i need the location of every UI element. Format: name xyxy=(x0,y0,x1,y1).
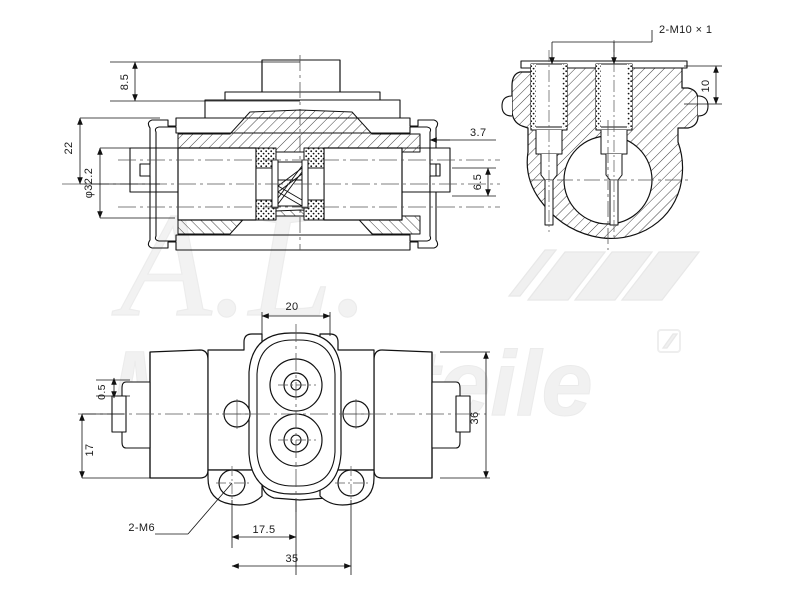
dimension-label-17-5: 17.5 xyxy=(252,524,275,536)
dimension-label-0-5: 0.5 xyxy=(96,384,108,400)
dimension-label-35: 35 xyxy=(285,553,298,565)
plan-view-dimensions xyxy=(79,312,490,575)
dimension-label-22: 22 xyxy=(63,141,75,154)
plan-view xyxy=(78,324,486,512)
dimension-label-6-5: 6.5 xyxy=(472,174,484,191)
dimension-label-20: 20 xyxy=(285,301,298,313)
cross-section-view-dimensions xyxy=(549,30,722,105)
dimension-label-36: 36 xyxy=(469,411,481,424)
dimension-label-17: 17 xyxy=(84,443,96,456)
cross-section-view-dimension-labels: 2-M10 × 1 10 xyxy=(659,24,712,93)
dimension-label-8-5: 8.5 xyxy=(119,74,131,91)
transverse-section-view xyxy=(501,40,709,250)
dimension-label-10: 10 xyxy=(700,79,712,92)
dimension-label-phi-32-2: φ32.2 xyxy=(83,168,95,199)
dimension-label-3-7: 3.7 xyxy=(470,127,487,139)
section-view-dimension-labels: 8.5 22 φ32.2 3.7 6.5 xyxy=(63,74,487,199)
threaded-port-right xyxy=(595,40,633,240)
three-slanted-bars-logo xyxy=(507,249,701,353)
dimension-label-2-m6: 2-M6 xyxy=(128,522,155,534)
longitudinal-section-view xyxy=(62,55,500,251)
dimension-label-2-m10: 2-M10 × 1 xyxy=(659,24,712,36)
plan-view-dimension-labels: 20 0.5 17 36 2-M6 17.5 35 xyxy=(84,301,481,565)
threaded-port-left xyxy=(530,50,568,232)
section-view-dimensions xyxy=(77,61,496,219)
